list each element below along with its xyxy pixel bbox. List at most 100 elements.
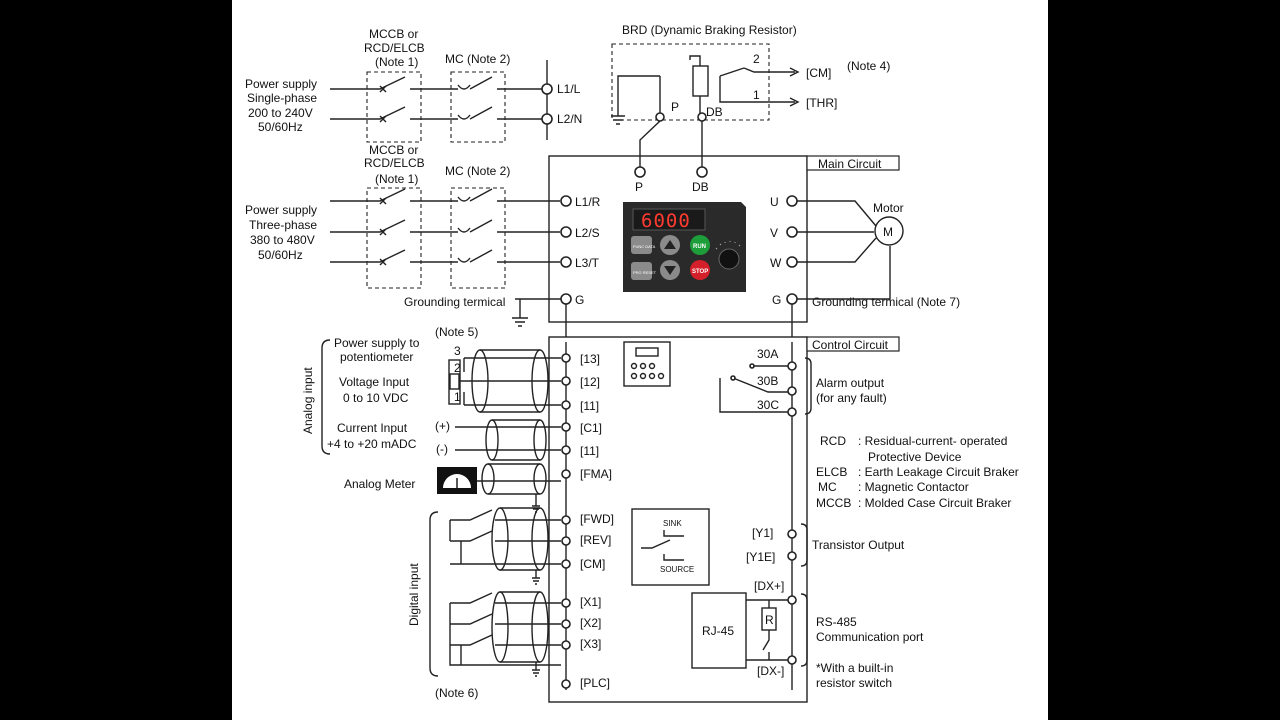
pot-pin-2: 2 (454, 361, 461, 375)
terminal-l3t (560, 256, 572, 268)
supply3-line2: Three-phase (249, 218, 317, 232)
terminal-cm (561, 559, 571, 569)
brd-terminal-db (697, 112, 707, 122)
abbreviation-legend: RCD : Residual-current- operated Protect… (816, 434, 1019, 510)
label-rev: [REV] (580, 533, 611, 547)
legend-desc-rcd-2: Protective Device (868, 450, 962, 464)
label-dx-minus: [DX-] (757, 664, 784, 678)
main-circuit-box (548, 155, 808, 323)
label-plc: [PLC] (580, 676, 610, 690)
stop-button[interactable] (690, 260, 710, 280)
supply1-line3: 200 to 240V (248, 106, 313, 120)
terminal-u-label: U (770, 195, 779, 209)
keypad-display: 6000 (641, 210, 691, 232)
main-circuit-title: Main Circuit (818, 157, 882, 171)
brd-box (611, 43, 770, 121)
label-dx-plus: [DX+] (754, 579, 784, 593)
svg-text:PRG RESET: PRG RESET (633, 270, 657, 275)
ground-right-label: Grounding termical (Note 7) (812, 295, 960, 309)
mc3-label: MC (Note 2) (445, 164, 510, 178)
brd-note4: (Note 4) (847, 59, 890, 73)
voltage-label-line1: Voltage Input (339, 375, 410, 389)
mccb1-line2: RCD/ELCB (364, 41, 425, 55)
terminal-l1r (560, 195, 572, 207)
terminal-v (786, 226, 798, 238)
supply3-line4: 50/60Hz (258, 248, 303, 262)
terminal-g-right (786, 293, 798, 305)
terminal-y1e (787, 551, 797, 561)
terminal-l2n (541, 113, 553, 125)
terminal-l2n-label: L2/N (557, 112, 582, 126)
termination-resistor-symbol (761, 607, 777, 631)
mccb3-line1: MCCB or (369, 143, 418, 157)
prg-reset-button[interactable] (631, 262, 652, 280)
label-13: [13] (580, 352, 600, 366)
switch-note-line2: resistor switch (816, 676, 892, 690)
terminal-u (786, 195, 798, 207)
mccb3-line2: RCD/ELCB (364, 156, 425, 170)
terminal-l2s-label: L2/S (575, 226, 600, 240)
main-terminal-p (634, 166, 646, 178)
sink-label: SINK (663, 519, 682, 528)
terminal-dx-minus (787, 655, 797, 665)
svg-text:FUNC DATA: FUNC DATA (633, 244, 656, 249)
label-30c: 30C (757, 398, 779, 412)
terminal-plc (561, 679, 571, 689)
pot-label-line2: potentiometer (340, 350, 413, 364)
terminal-l1r-label: L1/R (575, 195, 601, 209)
mccb1-line1: MCCB or (369, 27, 418, 41)
mccb1-box (366, 71, 422, 143)
terminal-v-label: V (770, 226, 778, 240)
brd-section: BRD (Dynamic Braking Resistor) P DB 2 1 … (611, 23, 890, 168)
ground-left-label: Grounding termical (404, 295, 505, 309)
terminal-w (786, 256, 798, 268)
alarm-label-line1: Alarm output (816, 376, 885, 390)
legend-desc-rcd: : Residual-current- operated (858, 434, 1007, 448)
brd-p-label: P (671, 100, 679, 114)
supply3-line3: 380 to 480V (250, 233, 315, 247)
potentiometer-knob[interactable] (718, 248, 740, 270)
comm-label-line1: RS-485 (816, 615, 857, 629)
terminal-w-label: W (770, 256, 782, 270)
svg-text:RUN: RUN (693, 244, 706, 250)
label-c1: [C1] (580, 421, 602, 435)
terminal-l1l (541, 83, 553, 95)
brd-db-label: DB (706, 105, 723, 119)
label-12: [12] (580, 375, 600, 389)
terminal-12 (561, 376, 571, 386)
terminal-l1l-label: L1/L (557, 82, 581, 96)
resistor-label: R (765, 613, 774, 627)
legend-abbr-mc: MC (818, 480, 837, 494)
func-data-button[interactable] (631, 236, 652, 254)
terminal-30a (787, 361, 797, 371)
pot-frame (448, 359, 461, 405)
keypad-icon (623, 341, 671, 387)
brd-contact-2: 2 (753, 52, 760, 66)
control-circuit: Control Circuit (Note 5) (Note 6) Analog… (301, 304, 924, 703)
legend-abbr-mccb: MCCB (816, 496, 851, 510)
note5: (Note 5) (435, 325, 478, 339)
label-fma: [FMA] (580, 467, 612, 481)
terminal-dx-plus (787, 595, 797, 605)
brd-contact-1: 1 (753, 88, 760, 102)
potentiometer-symbol (449, 373, 460, 390)
terminal-g-right-label: G (772, 293, 781, 307)
run-button[interactable] (690, 235, 710, 255)
analog-input-group-label: Analog input (301, 367, 315, 434)
legend-desc-mc: : Magnetic Contactor (858, 480, 969, 494)
mccb1-line3: (Note 1) (375, 55, 418, 69)
control-circuit-title: Control Circuit (812, 338, 889, 352)
terminal-30b (787, 386, 797, 396)
mccb3-box (366, 187, 422, 289)
switch-note-line1: *With a built-in (816, 661, 893, 675)
terminal-x3 (561, 640, 571, 650)
terminal-g-left (560, 293, 572, 305)
voltage-label-line2: 0 to 10 VDC (343, 391, 409, 405)
label-y1: [Y1] (752, 526, 773, 540)
current-label-line1: Current Input (337, 421, 408, 435)
main-db-label: DB (692, 180, 709, 194)
three-phase-supply: MCCB or RCD/ELCB (Note 1) MC (Note 2) Po… (245, 143, 560, 289)
brd-title: BRD (Dynamic Braking Resistor) (622, 23, 797, 37)
motor-symbol (874, 216, 904, 246)
